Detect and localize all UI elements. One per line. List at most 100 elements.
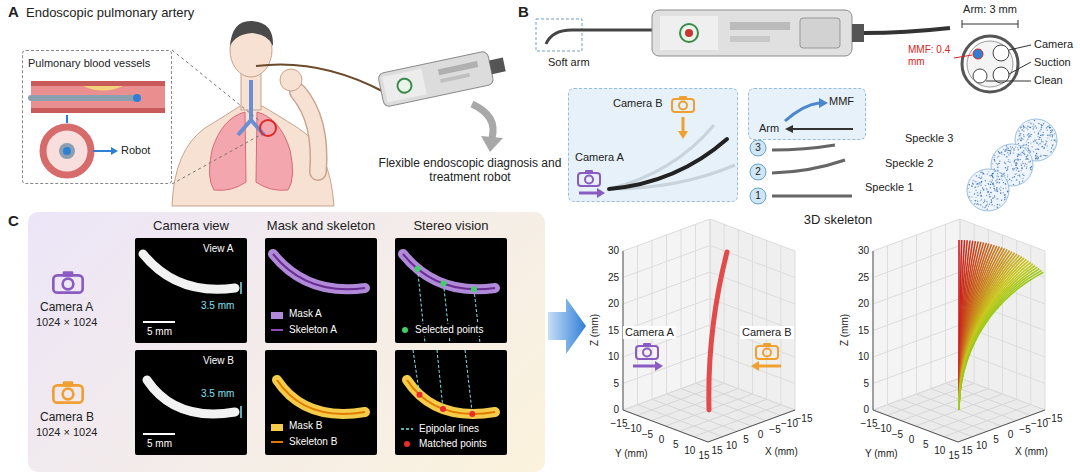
axis-label: 10 <box>608 351 619 363</box>
drawing-circle <box>133 94 141 102</box>
speckle-dot <box>975 190 976 191</box>
drawing-path <box>31 95 135 101</box>
speckle-dot <box>993 188 994 189</box>
tile-text: Mask A <box>287 308 324 320</box>
axis-label: 5 <box>993 434 999 446</box>
speckle-dot <box>991 199 992 200</box>
drawing-polygon <box>111 147 118 155</box>
speckle-dot <box>981 181 982 182</box>
speckle-dot <box>1043 132 1044 133</box>
speckle-dot <box>987 203 988 204</box>
axis-label: 30 <box>608 245 619 257</box>
speckle-dot <box>1052 144 1053 145</box>
speckle-dot <box>986 195 987 196</box>
figure-label: Speckle 2 <box>885 157 933 170</box>
speckle-dot <box>986 188 987 189</box>
speckle-dot <box>1018 159 1019 160</box>
speckle-dot <box>977 195 978 196</box>
speckle-dot <box>1028 145 1029 146</box>
speckle-dot <box>1018 154 1019 155</box>
speckle-dot <box>1016 163 1017 164</box>
axis-label: X (mm) <box>765 446 798 458</box>
drawing-path <box>83 86 123 91</box>
speckle-dot <box>1039 130 1040 131</box>
speckle-dot <box>1019 154 1020 155</box>
robot-device-a <box>377 48 507 107</box>
speckle-dot <box>1040 124 1041 125</box>
speckle-dot <box>975 200 976 201</box>
speckle-dot <box>1013 148 1014 149</box>
speckle-dot <box>1043 141 1044 142</box>
speckle-dot <box>1052 136 1053 137</box>
speckle-dot <box>1037 158 1038 159</box>
drawing-line <box>240 282 242 294</box>
speckle-dot <box>983 202 984 203</box>
speckle-dot <box>1004 194 1005 195</box>
speckle-dot <box>969 196 970 197</box>
drawing-rect <box>271 312 283 319</box>
axis-label: 30 <box>858 245 869 257</box>
speckle-dot <box>1038 123 1039 124</box>
speckle-dot <box>1047 130 1048 131</box>
speckle-dot <box>1011 148 1012 149</box>
speckle-dot <box>1017 167 1018 168</box>
drawing-circle <box>396 77 413 94</box>
speckle-dot <box>991 175 992 176</box>
speckle-dot <box>1038 144 1039 145</box>
node-text: MMF <box>829 95 854 108</box>
speckle-dot <box>1027 129 1028 130</box>
speckle-dot <box>1049 127 1050 128</box>
camera-arrow <box>751 361 759 371</box>
drawing-line <box>962 20 963 28</box>
speckle-dot <box>984 199 985 200</box>
tile-text: 5 mm <box>145 438 174 450</box>
skeleton-curve <box>959 252 1012 410</box>
speckle-dot <box>1007 156 1008 157</box>
speckle-dot <box>1003 149 1004 150</box>
drawing-circle <box>750 188 766 204</box>
speckle-dot <box>977 192 978 193</box>
drawing-circle <box>471 286 477 292</box>
camera-arrow <box>655 361 663 371</box>
speckle-dot <box>1051 134 1052 135</box>
drawing-path <box>256 112 293 190</box>
image-tile: View A3.5 mm5 mm <box>135 238 247 343</box>
plot-wall <box>710 219 795 410</box>
camera-arrow <box>759 365 781 368</box>
speckle-dot <box>1039 137 1040 138</box>
axis-label: −10 <box>875 423 892 435</box>
drawing-line <box>240 406 242 418</box>
drawing-line <box>93 150 111 152</box>
speckle-dot <box>1039 137 1040 138</box>
speckle-dot <box>987 209 988 210</box>
drawing-path <box>277 380 365 414</box>
speckle-dot <box>1026 167 1027 168</box>
speckle-dot <box>1033 141 1034 142</box>
speckle-dot <box>1020 127 1021 128</box>
speckle-dot <box>971 185 972 186</box>
speckle-dot <box>1007 150 1008 151</box>
speckle-dot <box>1026 140 1027 141</box>
speckle-dot <box>967 188 968 189</box>
speckle-dot <box>980 185 981 186</box>
speckle-dot <box>992 183 993 184</box>
speckle-dot <box>1005 184 1006 185</box>
figure-label: Suction <box>1034 56 1071 69</box>
speckle-dot <box>1022 174 1023 175</box>
skeleton-curve <box>959 266 1035 411</box>
speckle-dot <box>1041 127 1042 128</box>
speckle-dot <box>992 163 993 164</box>
speckle-dot <box>985 185 986 186</box>
speckle-dot <box>1019 135 1020 136</box>
speckle-dot <box>1005 163 1006 164</box>
node-text: Pulmonary blood vessels <box>28 57 150 70</box>
speckle-dot <box>998 176 999 177</box>
speckle-dot <box>1040 156 1041 157</box>
drawing-path <box>403 254 495 289</box>
speckle-dot <box>989 203 990 204</box>
speckle-dot <box>1031 146 1032 147</box>
speckle-dot <box>1051 131 1052 132</box>
speckle-dot <box>1012 147 1013 148</box>
node-text: 1024 × 1024 <box>36 316 97 329</box>
grid-line <box>873 251 874 410</box>
